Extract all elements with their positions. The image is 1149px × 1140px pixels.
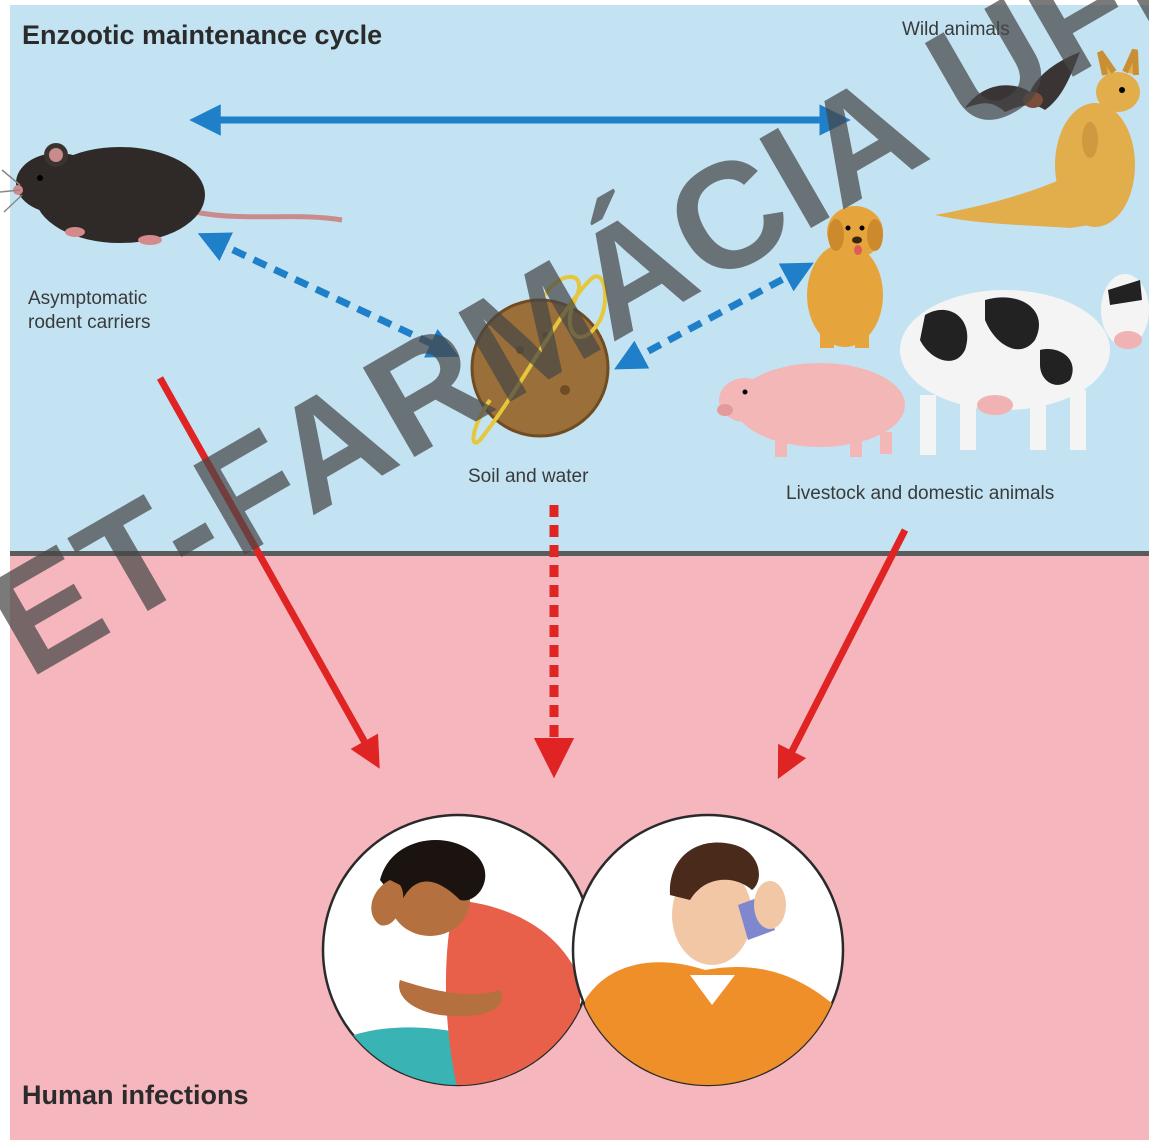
livestock-label: Livestock and domestic animals	[786, 482, 1054, 506]
enzootic-section-title: Enzootic maintenance cycle	[22, 20, 382, 51]
rodent-label-line1: Asymptomatic	[28, 287, 151, 311]
human-section-title: Human infections	[22, 1080, 249, 1111]
rodent-label-line2: rodent carriers	[28, 311, 151, 335]
rodent-carriers-label: Asymptomatic rodent carriers	[28, 287, 151, 335]
human-zone-background	[0, 555, 1149, 1140]
soil-water-label: Soil and water	[468, 465, 588, 489]
